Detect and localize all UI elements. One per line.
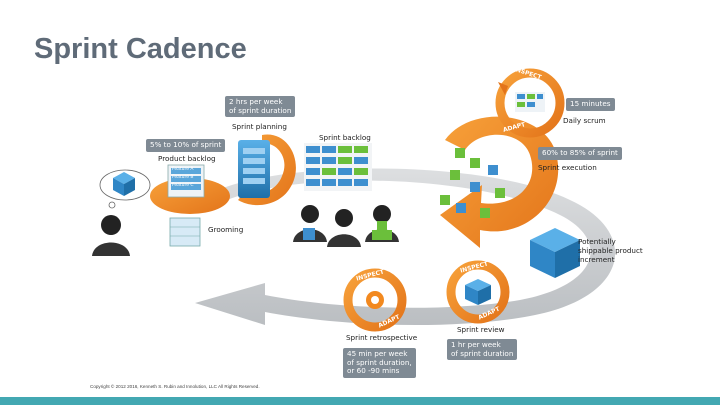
sprint-review-label: Sprint review — [457, 325, 505, 334]
sprint-retrospective-cycle — [343, 268, 407, 332]
bottom-accent-bar — [0, 397, 720, 405]
increment-label-2: shippable product — [578, 246, 643, 255]
increment-label-1: Potentially — [578, 237, 616, 246]
sprint-backlog-grid — [304, 143, 372, 191]
product-backlog-label: Product backlog — [158, 154, 216, 163]
product-owner — [92, 169, 151, 256]
sprint-execution-arrow — [440, 116, 559, 248]
feature-c-label: Feature C — [172, 183, 194, 188]
execution-time-box: 60% to 85% of sprint — [538, 147, 622, 160]
execution-work-cubes — [440, 148, 505, 218]
grooming-label: Grooming — [208, 225, 244, 234]
page-title: Sprint Cadence — [34, 33, 247, 65]
sprint-planning-cycle — [238, 134, 296, 206]
copyright-text: Copyright © 2012 2016, Kenneth S. Rubin … — [90, 384, 260, 389]
increment-label-3: increment — [578, 255, 615, 264]
scrum-team — [293, 205, 399, 247]
sprint-execution-label: Sprint execution — [538, 163, 597, 172]
daily-scrum-cycle — [495, 68, 565, 138]
sprint-review-cycle — [446, 260, 510, 324]
daily-scrum-time-box: 15 minutes — [566, 98, 615, 111]
review-time-box: 1 hr per week of sprint duration — [447, 339, 518, 361]
product-backlog-disc — [150, 164, 230, 247]
main-cycle-arrow — [195, 168, 616, 326]
increment-cube — [530, 228, 580, 278]
sprint-retrospective-label: Sprint retrospective — [346, 333, 418, 342]
retro-time-box: 45 min per week of sprint duration, or 6… — [343, 348, 416, 378]
sprint-planning-label: Sprint planning — [232, 122, 287, 131]
feature-b-label: Feature B — [172, 175, 194, 180]
planning-time-box: 2 hrs per week of sprint duration — [225, 96, 296, 118]
daily-scrum-label: Daily scrum — [563, 116, 606, 125]
feature-a-label: Feature A — [172, 167, 194, 172]
product-backlog-time-box: 5% to 10% of sprint — [146, 139, 226, 152]
sprint-backlog-label: Sprint backlog — [319, 133, 371, 142]
